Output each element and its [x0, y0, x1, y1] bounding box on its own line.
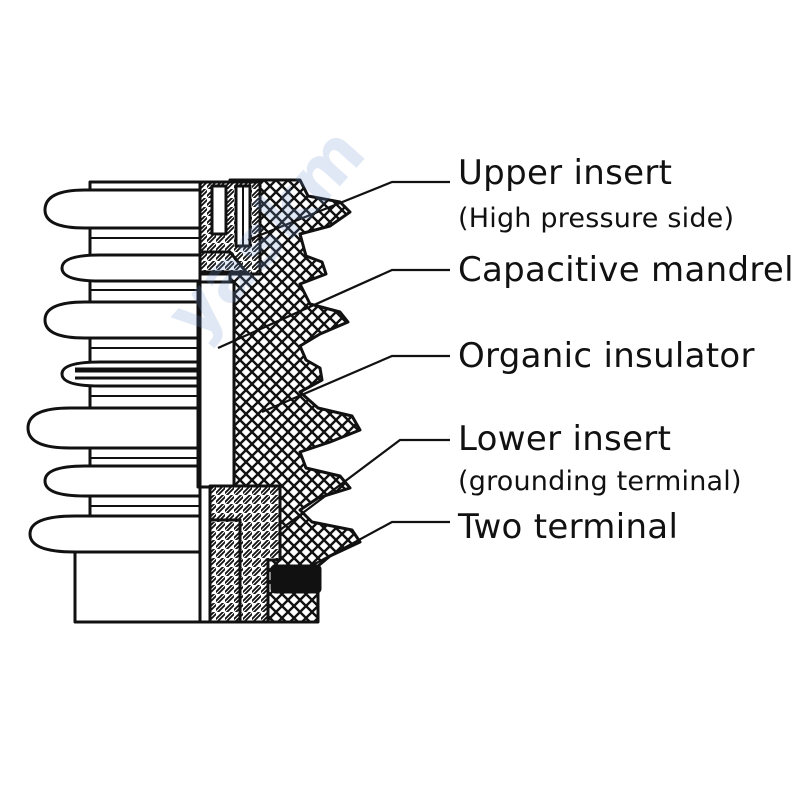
shed-1	[43, 188, 202, 230]
label-upper-insert: Upper insert	[458, 153, 673, 193]
shed-2	[60, 253, 202, 283]
leader-lines	[217, 180, 450, 573]
label-organic-insulator: Organic insulator	[458, 336, 755, 376]
leader-organic-insulator	[261, 354, 450, 414]
leader-lower-insert	[279, 438, 450, 531]
label-capacitive-mandrel: Capacitive mandrel	[458, 250, 794, 290]
shed-7	[28, 514, 202, 554]
label-lower-insert-sub: (grounding terminal)	[458, 466, 742, 497]
leader-two-terminal	[299, 520, 450, 573]
center-bore	[196, 280, 236, 489]
cross-section	[192, 178, 362, 624]
shed-external-view	[26, 180, 202, 624]
label-lower-insert: Lower insert	[458, 419, 672, 459]
label-two-terminal: Two terminal	[458, 507, 679, 547]
shed-6	[43, 464, 202, 498]
shed-4	[60, 360, 202, 388]
two-terminal-block	[270, 564, 322, 594]
base-flange	[73, 550, 202, 624]
leader-upper-insert	[247, 180, 450, 242]
shed-5	[26, 406, 202, 450]
label-upper-insert-sub: (High pressure side)	[458, 203, 735, 234]
leader-capacitive-mandrel	[217, 268, 450, 350]
shed-3	[43, 300, 202, 340]
